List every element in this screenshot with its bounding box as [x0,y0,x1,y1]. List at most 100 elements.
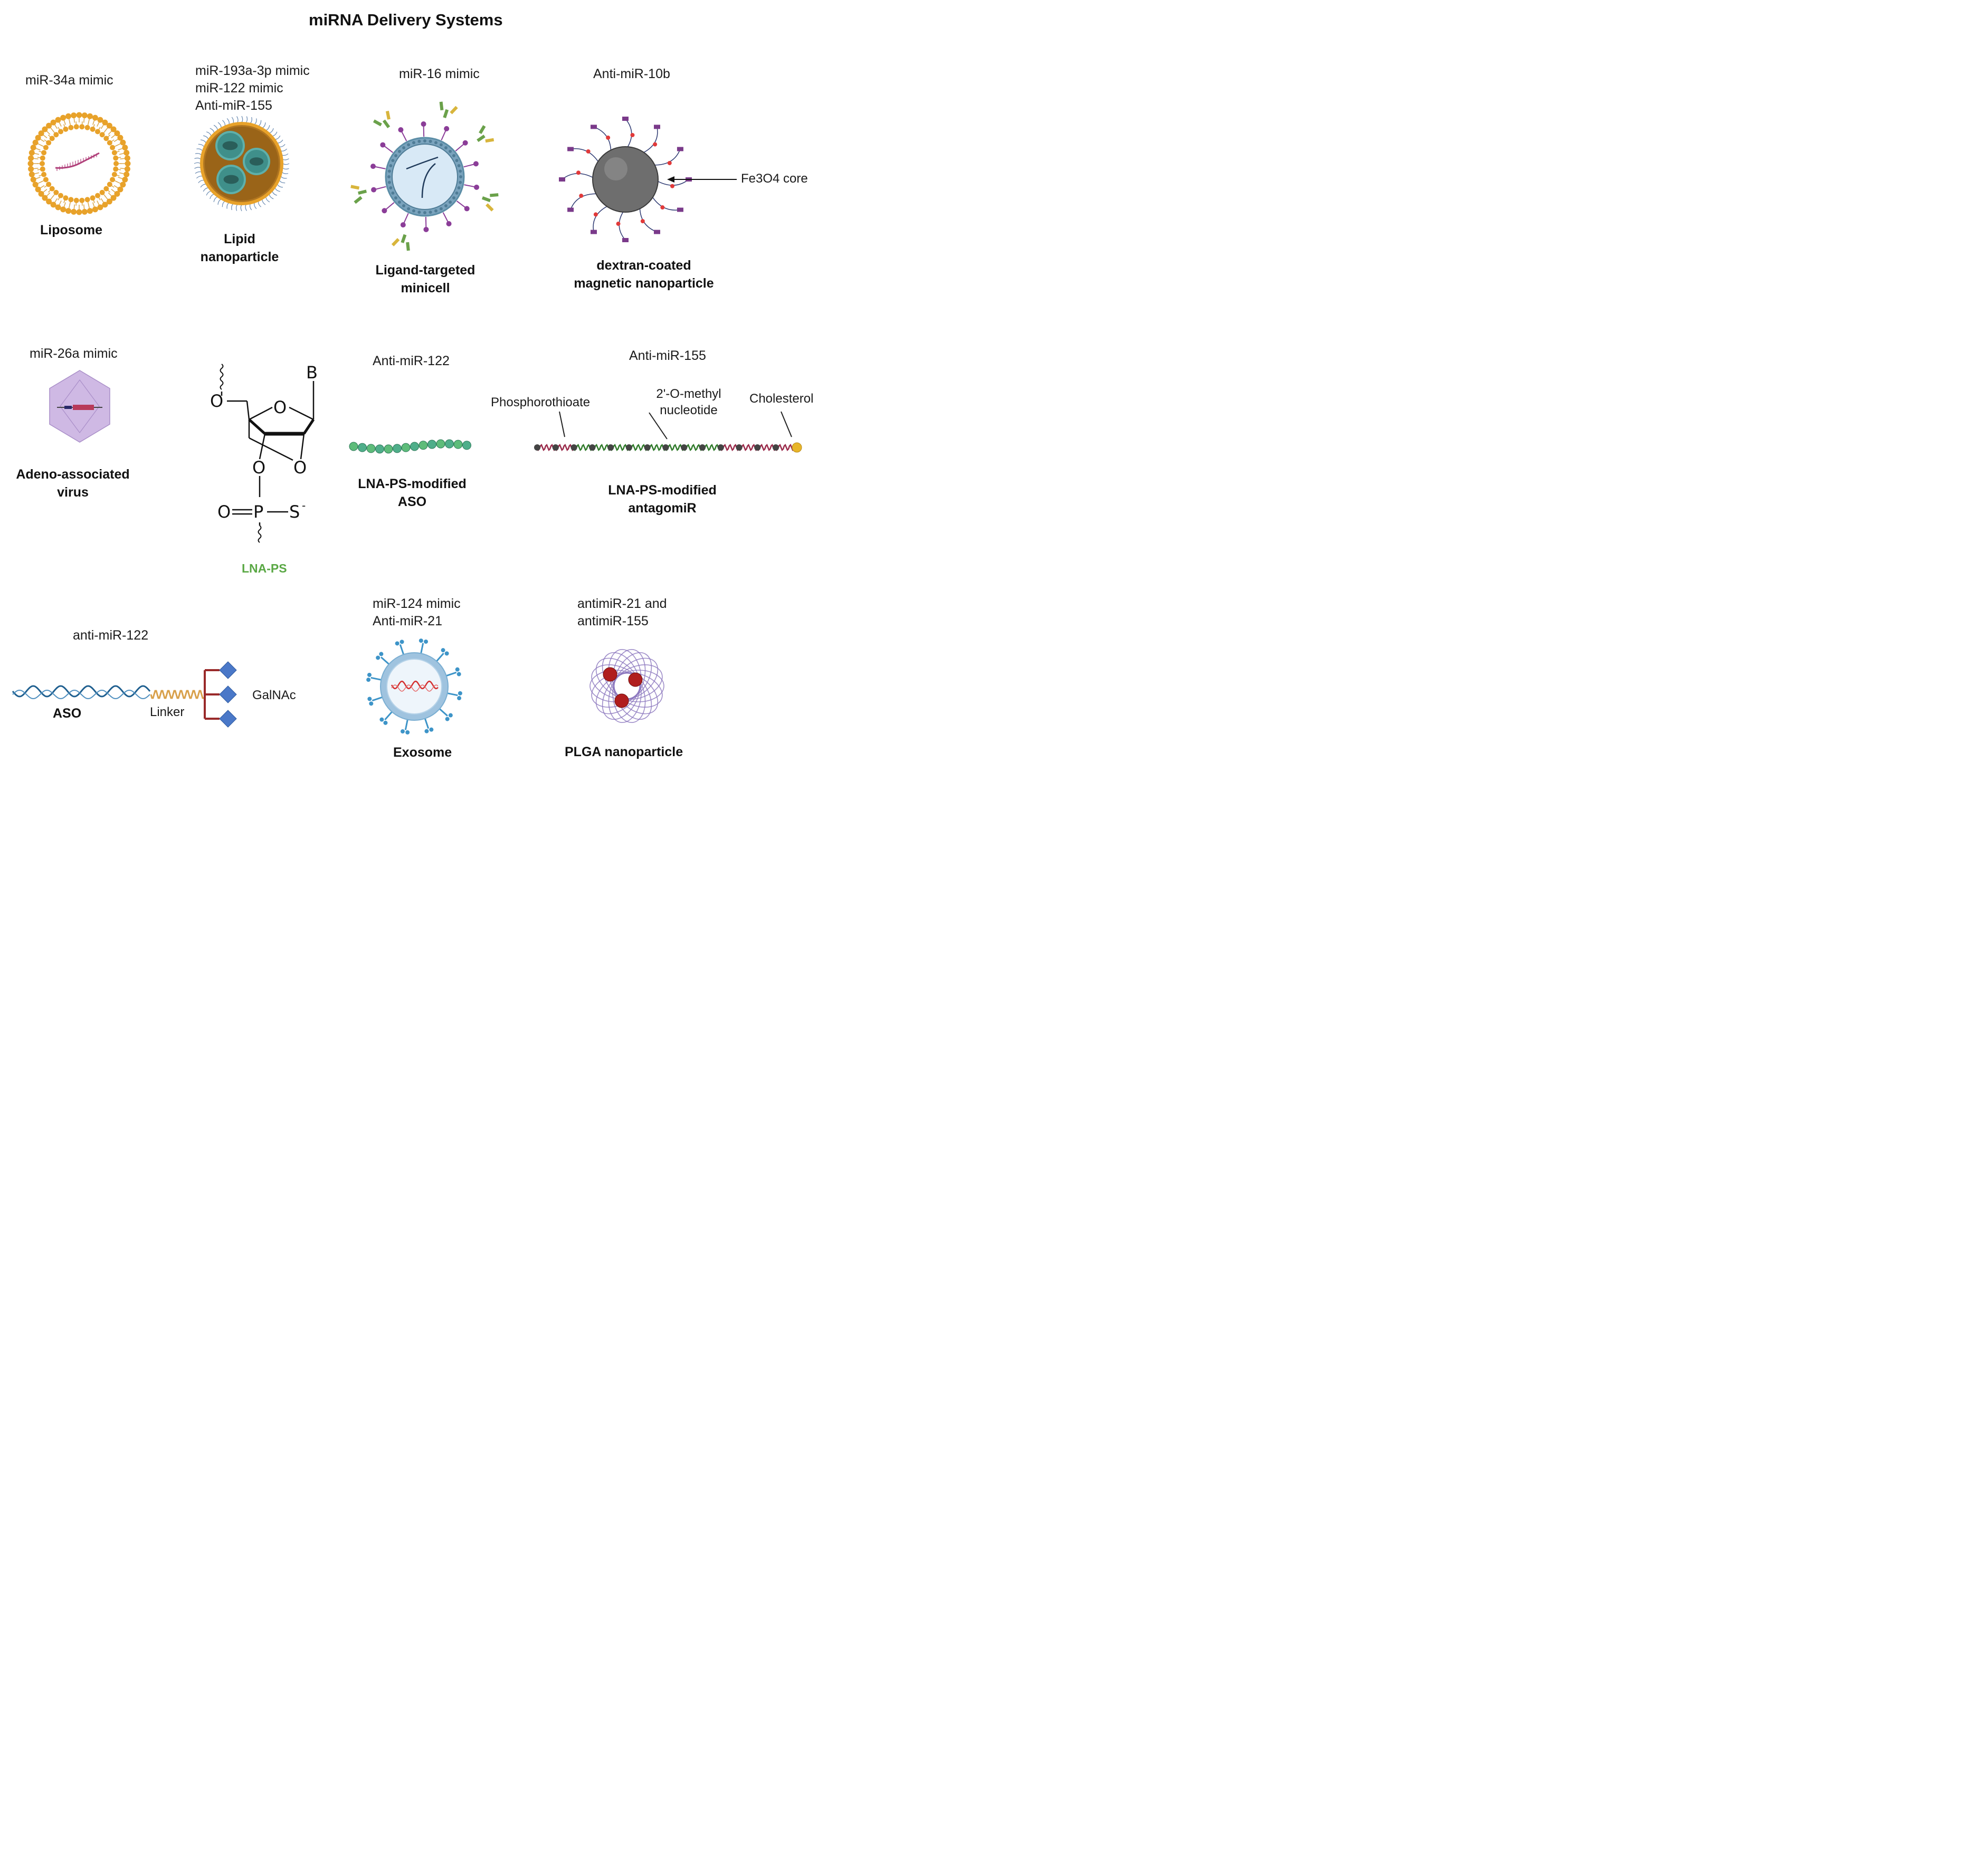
lipid-head-outer [28,150,35,156]
magnetic-cargo: Anti-miR-10b [593,66,670,81]
peg-chain [245,116,248,123]
peg-chain [196,176,203,179]
lipid-head-outer [87,113,93,119]
transgene-cassette [73,405,94,410]
phosphorothioate-bead [570,444,577,451]
lipid-head-inner [103,136,109,141]
lipid-head-outer [65,113,72,119]
membrane-bead [394,154,397,158]
dextran-chain [570,148,601,165]
lipid-head-outer [124,166,130,172]
lipid-head-inner [68,125,74,130]
lipid-head-inner [73,197,79,203]
tetraspanin-tip [369,701,374,706]
exosome-cargo-list: miR-124 mimic Anti-miR-21 [373,595,461,630]
membrane-bead [394,196,397,199]
peg-chain [241,116,243,123]
lipid-head-outer [55,204,61,211]
exosome-cargo-2: Anti-miR-21 [373,614,442,628]
aso-bead [436,439,445,449]
peg-chain [231,117,234,123]
tetraspanin-stem [381,656,391,666]
lipid-head-inner [58,193,63,198]
tetraspanin-tip [367,697,372,701]
peg-chain [213,125,218,130]
antibody-arm-left [479,125,486,134]
antibody-stem [382,119,391,128]
lipid-head-inner [40,161,45,166]
cholesterol-moiety [792,442,802,453]
aso-label-line-1: LNA-PS-modified [358,476,467,491]
lna-atom-charge: - [302,499,306,512]
peg-chain [281,171,289,174]
lipid-head-outer [60,206,66,213]
membrane-bead [452,196,456,199]
antibody-arm-left [439,101,444,111]
lipid-head-outer [32,182,39,188]
peg-chain [274,187,280,192]
linker-chain [150,690,204,699]
lna-atom-ring-oxygen: O [273,397,287,417]
tetraspanin-stem [445,671,457,677]
peg-chain [279,180,286,184]
membrane-bead [389,164,393,167]
peg-chain [277,184,283,188]
lipid-head-inner [40,155,45,161]
galnac-conjugate-illustration [12,661,237,728]
peg-chain [194,162,201,164]
tetraspanin-stem [446,692,458,697]
lipid-head-outer [35,135,41,141]
lnp-cargo-1: miR-193a-3p mimic [195,63,310,78]
antagomir-label-line-2: antagomiR [628,501,697,516]
encapsulated-payload [614,693,629,708]
payload-dot [616,222,621,226]
lipid-head-outer [50,202,56,208]
payload-block [622,117,629,121]
lipid-head-outer [30,176,36,183]
aso-bead [366,444,376,453]
ligand-head [462,140,468,146]
peg-chain [269,128,274,134]
dextran-chain [650,194,681,211]
peg-chain [198,144,205,147]
peg-chain [213,196,218,202]
payload-dot [660,205,665,210]
lipid-head-outer [92,206,98,213]
core-pointer-arrow [667,176,737,183]
phosphorothioate-bead [552,444,559,451]
dextran-chain [640,127,658,155]
phosphorothioate-bead [589,444,596,451]
phosphorothioate-bead [773,444,779,451]
lipid-head-inner [63,195,69,201]
ligand-head [474,184,480,190]
figure-title: miRNA Delivery Systems [309,11,503,29]
tetraspanin-stem [424,717,430,729]
peg-chain [281,148,288,151]
tetraspanin-tip [441,648,445,653]
aso-bead [393,444,402,453]
membrane-bead [459,169,462,173]
aso-bead [410,442,419,451]
antibody-arm-left [373,119,382,127]
peg-chain [231,203,234,211]
phosphorothioate-bead [644,444,651,451]
membrane-bead [452,154,456,158]
aso-strand-a [12,685,151,698]
lipid-head-inner [53,132,59,138]
methyl-annotation-line-2: nucleotide [660,403,718,417]
lipid-head-outer [28,166,34,172]
tetraspanin-tip [367,672,372,677]
payload-block [654,230,660,234]
galnac-sugar [219,710,237,728]
antibody-arm-right [391,238,400,246]
promoter [64,406,72,409]
peg-chain [201,139,206,144]
lipid-head-outer [87,208,93,214]
lipid-head-inner [73,124,79,130]
micelle-cargo [222,141,238,150]
membrane-bead [429,139,432,143]
membrane-bead [429,211,432,214]
peg-chain [200,184,206,188]
lna-atom-o3: O [252,458,266,478]
ligand-head [370,164,376,169]
